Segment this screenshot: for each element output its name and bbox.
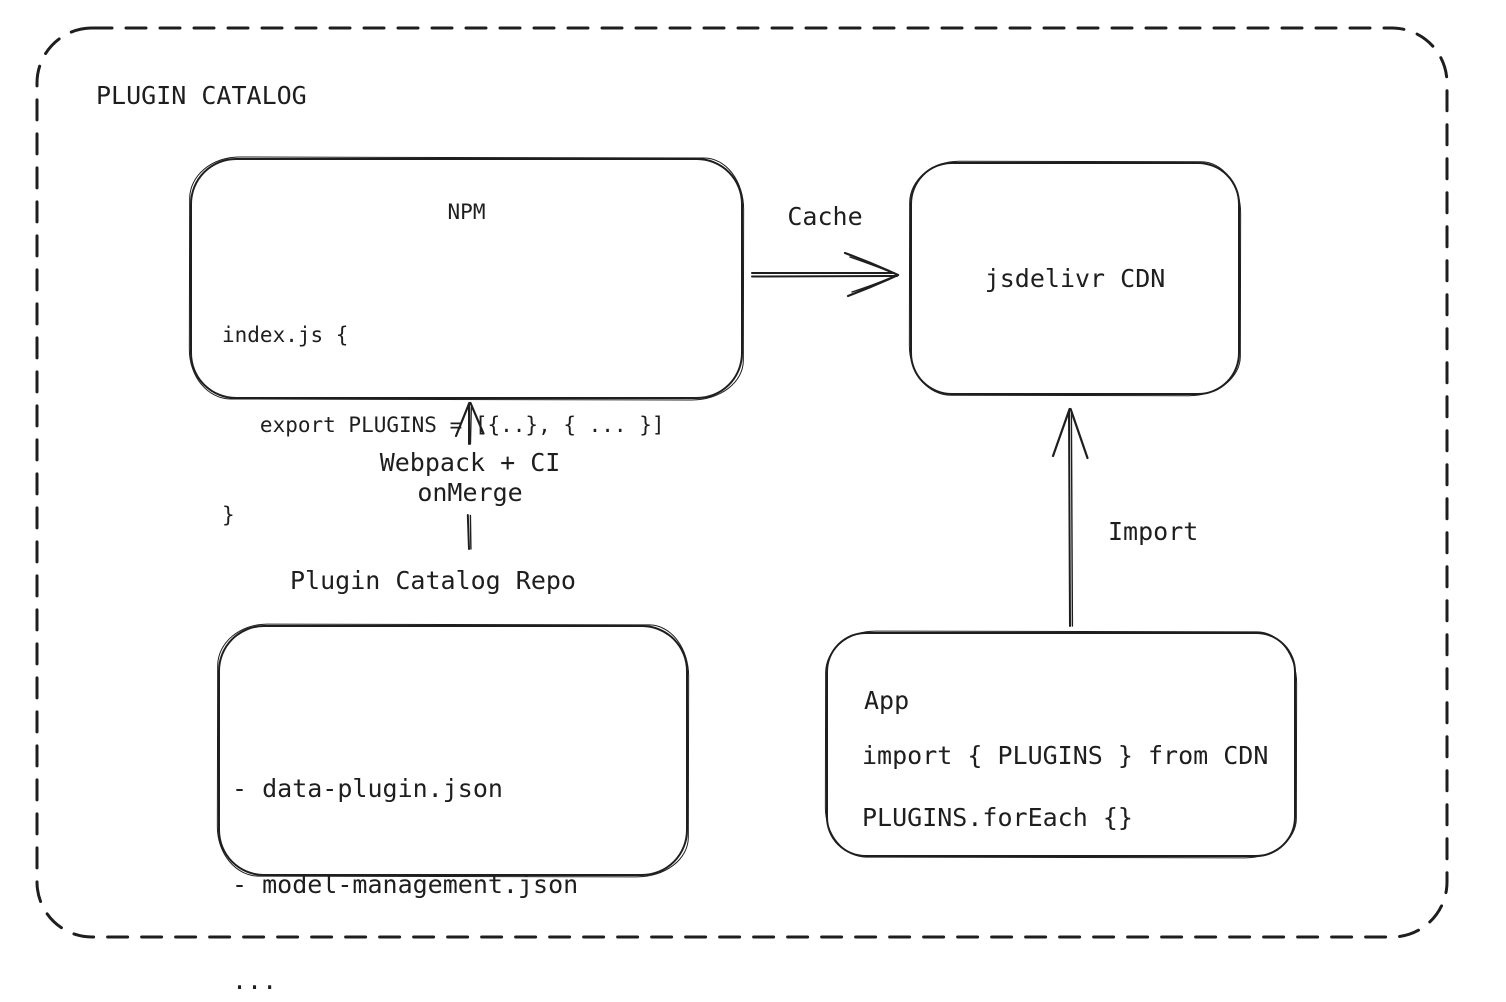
app-node: App import { PLUGINS } from CDN PLUGINS.… bbox=[826, 632, 1296, 857]
webpack-edge-label-line: onMerge bbox=[417, 478, 523, 507]
import-arrow bbox=[1051, 407, 1089, 627]
cache-edge-label: Cache bbox=[787, 202, 863, 231]
jsdelivr-cdn-label: jsdelivr CDN bbox=[984, 263, 1166, 293]
npm-code-block: index.js { export PLUGINS = [{..}, { ...… bbox=[222, 260, 665, 590]
cache-arrow-head bbox=[849, 256, 898, 276]
import-edge-label: Import bbox=[1108, 517, 1199, 546]
import-arrow-head bbox=[1051, 407, 1071, 458]
npm-code-line: } bbox=[222, 503, 235, 527]
webpack-arrow-head bbox=[469, 401, 485, 435]
cache-arrow bbox=[751, 251, 900, 298]
group-title: PLUGIN CATALOG bbox=[96, 81, 307, 110]
repo-node-title: Plugin Catalog Repo bbox=[290, 566, 576, 595]
repo-file-item: ... bbox=[232, 966, 278, 995]
webpack-arrow-line bbox=[469, 514, 472, 550]
app-node-title: App bbox=[864, 686, 910, 715]
plugin-catalog-repo-node: - data-plugin.json - model-management.js… bbox=[218, 625, 688, 995]
npm-node-title: NPM bbox=[447, 200, 486, 224]
repo-file-item: - model-management.json bbox=[232, 870, 579, 899]
app-code-line: PLUGINS.forEach {} bbox=[862, 803, 1133, 832]
webpack-edge-label-line: Webpack + CI bbox=[379, 448, 561, 477]
repo-file-item: - data-plugin.json bbox=[232, 774, 503, 803]
jsdelivr-cdn-node: jsdelivr CDN bbox=[910, 162, 1240, 395]
webpack-ci-arrow bbox=[454, 401, 485, 550]
webpack-edge-label: Webpack + CI onMerge bbox=[350, 448, 590, 508]
app-code-line: import { PLUGINS } from CDN bbox=[862, 741, 1269, 770]
npm-node: NPM index.js { export PLUGINS = [{..}, {… bbox=[190, 158, 743, 527]
cache-arrow-line bbox=[751, 275, 898, 278]
import-arrow-head bbox=[1069, 407, 1089, 460]
webpack-arrow-line bbox=[469, 406, 472, 445]
plugin-catalog-group-boundary bbox=[35, 26, 1449, 939]
webpack-arrow-line bbox=[466, 514, 470, 550]
webpack-arrow-head bbox=[454, 401, 471, 438]
repo-file-list: - data-plugin.json - model-management.js… bbox=[232, 709, 578, 1002]
cache-arrow-head bbox=[851, 274, 898, 293]
npm-code-line: index.js { bbox=[222, 323, 349, 347]
npm-code-line: export PLUGINS = [{..}, { ... }] bbox=[222, 413, 665, 437]
import-arrow-line bbox=[1068, 410, 1071, 627]
import-arrow-line bbox=[1070, 412, 1074, 627]
